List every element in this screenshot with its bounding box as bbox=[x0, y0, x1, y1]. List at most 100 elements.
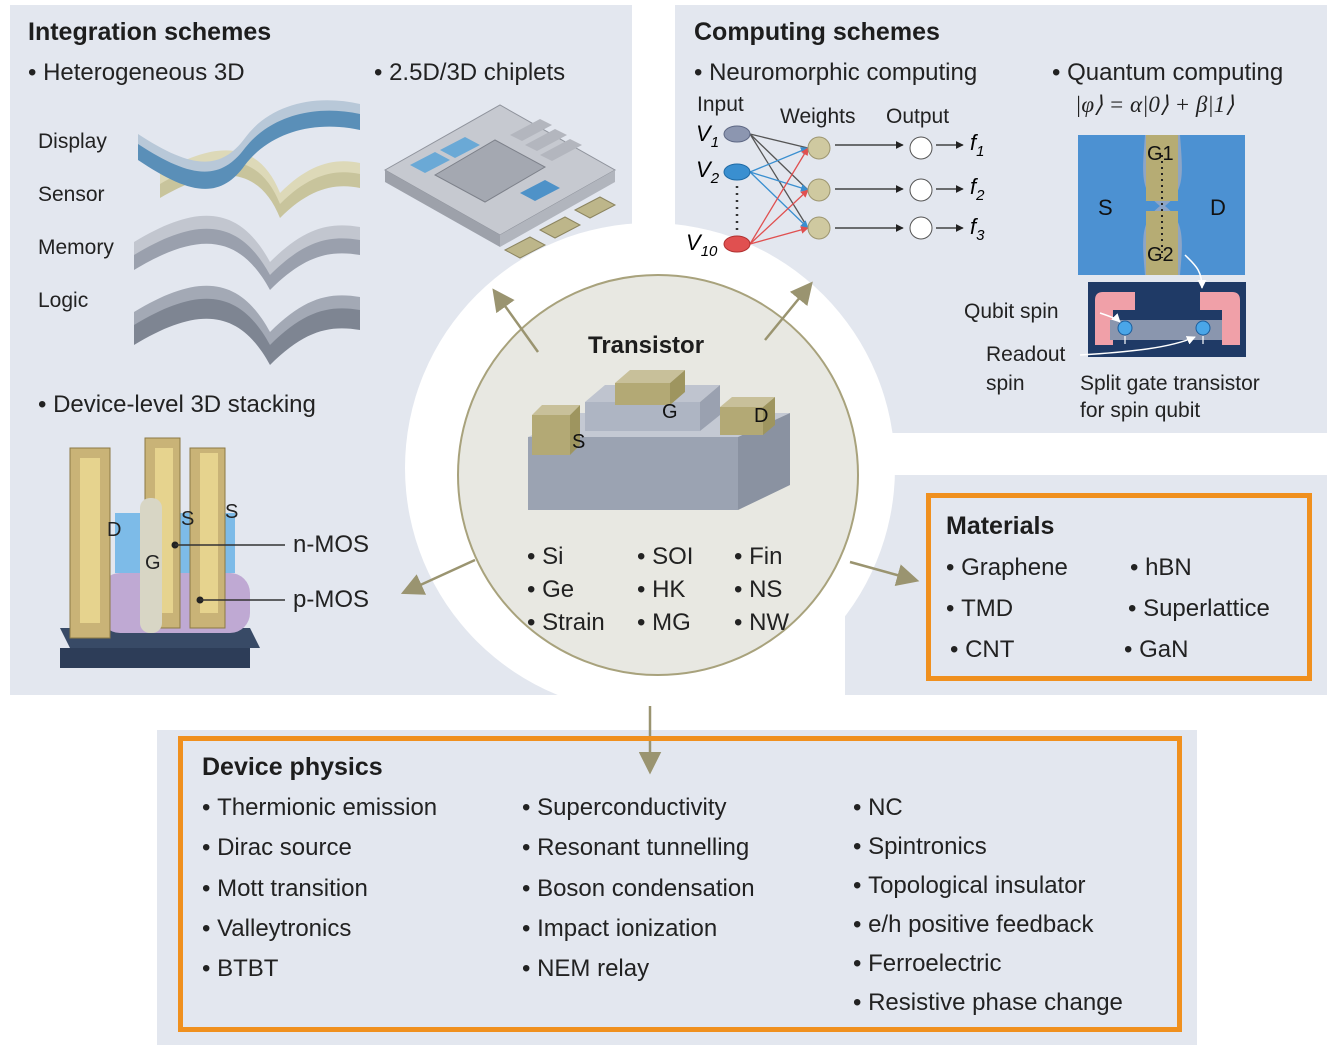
output-node-3 bbox=[909, 216, 933, 240]
chiplets-label: 2.5D/3D chiplets bbox=[374, 59, 565, 87]
arrow-to-materials bbox=[849, 560, 920, 587]
qubit-label-d: D bbox=[1210, 195, 1226, 220]
transistor-item-ns: NS bbox=[734, 576, 782, 604]
device-stacking-label: Device-level 3D stacking bbox=[38, 391, 316, 419]
transistor-item-fin: Fin bbox=[734, 543, 782, 571]
transistor-item-nw: NW bbox=[734, 609, 789, 637]
physics-spintronics: Spintronics bbox=[853, 833, 987, 861]
stack-label-d: D bbox=[107, 519, 121, 541]
source-region bbox=[1078, 135, 1160, 275]
transistor-item-soi: SOI bbox=[637, 543, 693, 571]
stack-label-s2: S bbox=[225, 501, 238, 523]
physics-highlight-box bbox=[178, 736, 1182, 1032]
quantum-label: Quantum computing bbox=[1052, 59, 1283, 87]
readout-dot bbox=[1195, 320, 1211, 336]
hetero-3d-label: Heterogeneous 3D bbox=[28, 59, 244, 87]
input-node-2 bbox=[723, 163, 751, 181]
material-graphene: Graphene bbox=[946, 554, 1068, 582]
split-gate-caption-2: for spin qubit bbox=[1080, 399, 1201, 422]
qubit-dot bbox=[1117, 320, 1133, 336]
computing-title: Computing schemes bbox=[694, 18, 940, 46]
physics-resonant: Resonant tunnelling bbox=[522, 834, 749, 862]
material-hbn: hBN bbox=[1130, 554, 1192, 582]
readout-label: Readout bbox=[986, 343, 1066, 366]
drain-block bbox=[720, 397, 775, 407]
chiplet-core bbox=[433, 139, 547, 203]
gate-block bbox=[615, 370, 685, 383]
qubit-label-g2: G2 bbox=[1147, 244, 1174, 266]
physics-ferroelectric: Ferroelectric bbox=[853, 950, 1001, 978]
physics-superconductivity: Superconductivity bbox=[522, 794, 726, 822]
physics-thermionic: Thermionic emission bbox=[202, 794, 437, 822]
neuro-input-label: Input bbox=[697, 93, 744, 116]
output-label-f1: f1 bbox=[970, 130, 984, 160]
neuro-output-label: Output bbox=[886, 105, 950, 128]
layer-memory bbox=[134, 223, 360, 290]
materials-title: Materials bbox=[946, 512, 1055, 540]
physics-btbt: BTBT bbox=[202, 955, 278, 983]
weight-node-1 bbox=[807, 136, 831, 160]
transistor-title: Transistor bbox=[588, 332, 705, 359]
arrow-to-computing bbox=[764, 281, 813, 341]
physics-eh-feedback: e/h positive feedback bbox=[853, 911, 1093, 939]
neuro-weights-label: Weights bbox=[780, 105, 856, 128]
output-node-2 bbox=[909, 178, 933, 202]
layer-label-display: Display bbox=[38, 130, 107, 153]
layer-logic bbox=[134, 293, 360, 365]
layer-label-logic: Logic bbox=[38, 289, 89, 312]
input-label-v2: V2 bbox=[696, 157, 720, 187]
output-label-f3: f3 bbox=[970, 214, 985, 244]
neuromorphic-label: Neuromorphic computing bbox=[694, 59, 977, 87]
drain-region bbox=[1165, 135, 1245, 275]
neural-network-diagram: V1 V2 V10 f1 f2 f3 bbox=[686, 121, 985, 260]
material-tmd: TMD bbox=[946, 595, 1013, 623]
transistor-item-ge: Ge bbox=[527, 576, 574, 604]
arrow-to-chiplets bbox=[492, 288, 540, 353]
transistor-label-g: G bbox=[662, 401, 678, 423]
stack-label-g: G bbox=[145, 552, 161, 574]
input-label-v10: V10 bbox=[686, 230, 718, 260]
weight-node-2 bbox=[807, 178, 831, 202]
chiplets-diagram bbox=[383, 104, 617, 259]
quantum-state-formula: |φ⟩ = α|0⟩ + β|1⟩ bbox=[1075, 92, 1235, 117]
stack-gate bbox=[140, 498, 162, 633]
stack-label-s1: S bbox=[181, 508, 194, 530]
physics-nem: NEM relay bbox=[522, 955, 649, 983]
input-label-v1: V1 bbox=[696, 121, 719, 151]
readout-spin-label: spin bbox=[986, 372, 1025, 395]
output-node-1 bbox=[909, 136, 933, 160]
qubit-label-s: S bbox=[1098, 195, 1113, 220]
arrow-to-stacking bbox=[400, 558, 476, 595]
transistor-item-hk: HK bbox=[637, 576, 685, 604]
transistor-label-d: D bbox=[754, 405, 768, 427]
transistor-item-strain: Strain bbox=[527, 609, 605, 637]
qubit-spin-label: Qubit spin bbox=[964, 300, 1059, 323]
weight-node-3 bbox=[807, 216, 831, 240]
physics-mott: Mott transition bbox=[202, 875, 368, 903]
transistor-diagram: S G D bbox=[528, 370, 790, 510]
output-label-f2: f2 bbox=[970, 174, 985, 204]
input-node-10 bbox=[723, 235, 751, 253]
physics-topological: Topological insulator bbox=[853, 872, 1085, 900]
physics-boson: Boson condensation bbox=[522, 875, 755, 903]
transistor-item-si: Si bbox=[527, 543, 563, 571]
hetero-3d-layers bbox=[134, 100, 360, 365]
layer-label-sensor: Sensor bbox=[38, 183, 105, 206]
material-cnt: CNT bbox=[950, 636, 1014, 664]
transistor-item-mg: MG bbox=[637, 609, 691, 637]
integration-title: Integration schemes bbox=[28, 18, 272, 46]
material-gan: GaN bbox=[1124, 636, 1188, 664]
material-superlattice: Superlattice bbox=[1128, 595, 1270, 623]
transistor-label-s: S bbox=[572, 431, 585, 453]
qubit-label-g1: G1 bbox=[1147, 143, 1174, 165]
split-gate-caption-1: Split gate transistor bbox=[1080, 372, 1260, 395]
physics-resistive: Resistive phase change bbox=[853, 989, 1123, 1017]
split-gate-diagram: S D G1 G2 bbox=[1078, 135, 1246, 357]
physics-title: Device physics bbox=[202, 753, 383, 781]
nmos-label: n-MOS bbox=[293, 531, 370, 558]
physics-valleytronics: Valleytronics bbox=[202, 915, 351, 943]
input-node-1 bbox=[723, 125, 751, 143]
pmos-label: p-MOS bbox=[293, 586, 370, 613]
materials-panel bbox=[845, 475, 1327, 695]
physics-impact: Impact ionization bbox=[522, 915, 717, 943]
